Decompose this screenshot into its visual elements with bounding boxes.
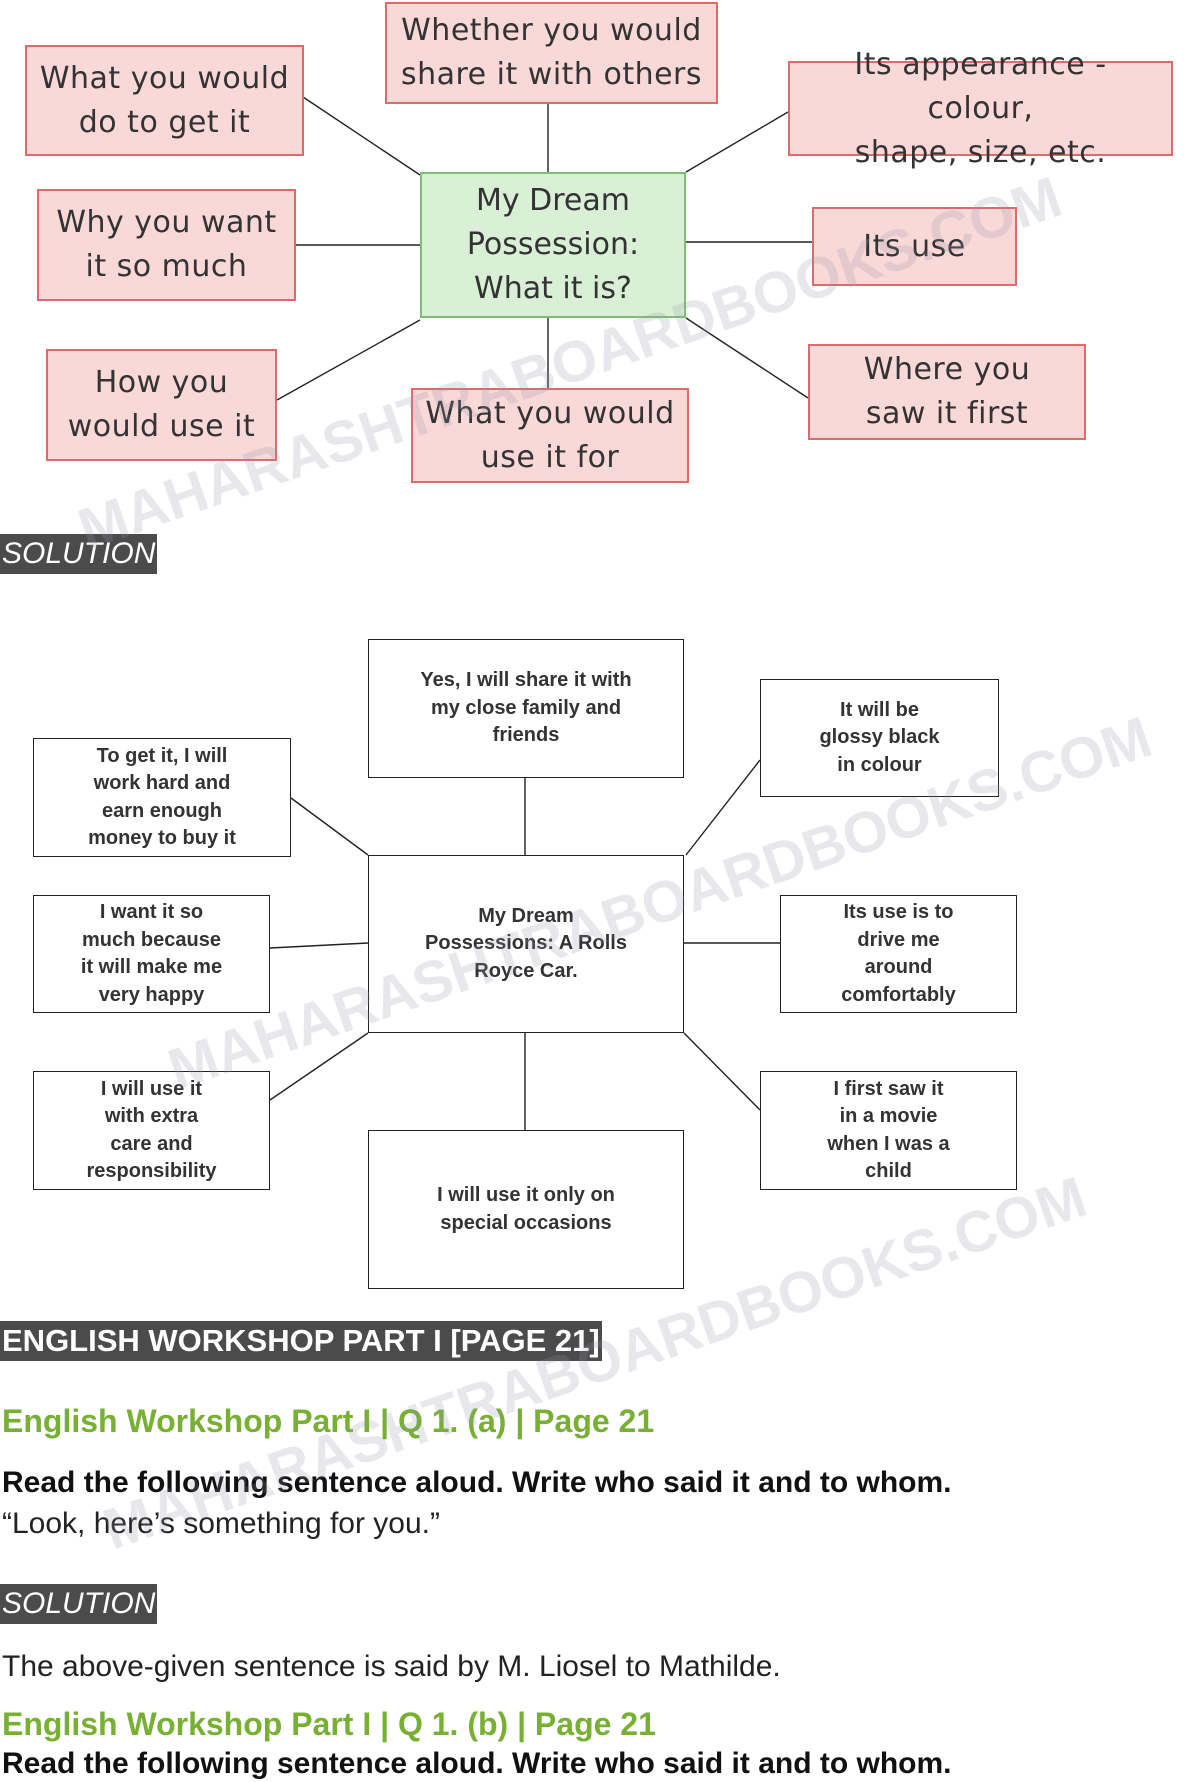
map-node-its-use: Its use [812,207,1017,286]
answer-1a: The above-given sentence is said by M. L… [2,1650,781,1683]
q1b-instruction: Read the following sentence aloud. Write… [2,1747,952,1780]
map-node-appearance: Its appearance - colour,shape, size, etc… [788,47,1173,170]
q1a-quote: “Look, here’s something for you.” [2,1507,441,1540]
section-band: ENGLISH WORKSHOP PART I [PAGE 21] [0,1321,602,1361]
q1b-heading: English Workshop Part I | Q 1. (b) | Pag… [2,1706,656,1742]
solution-label: SOLUTION [0,534,158,574]
q1a-instruction: Read the following sentence aloud. Write… [2,1466,952,1499]
solution-label-2: SOLUTION [0,1584,158,1624]
q1a-heading: English Workshop Part I | Q 1. (a) | Pag… [2,1403,655,1439]
